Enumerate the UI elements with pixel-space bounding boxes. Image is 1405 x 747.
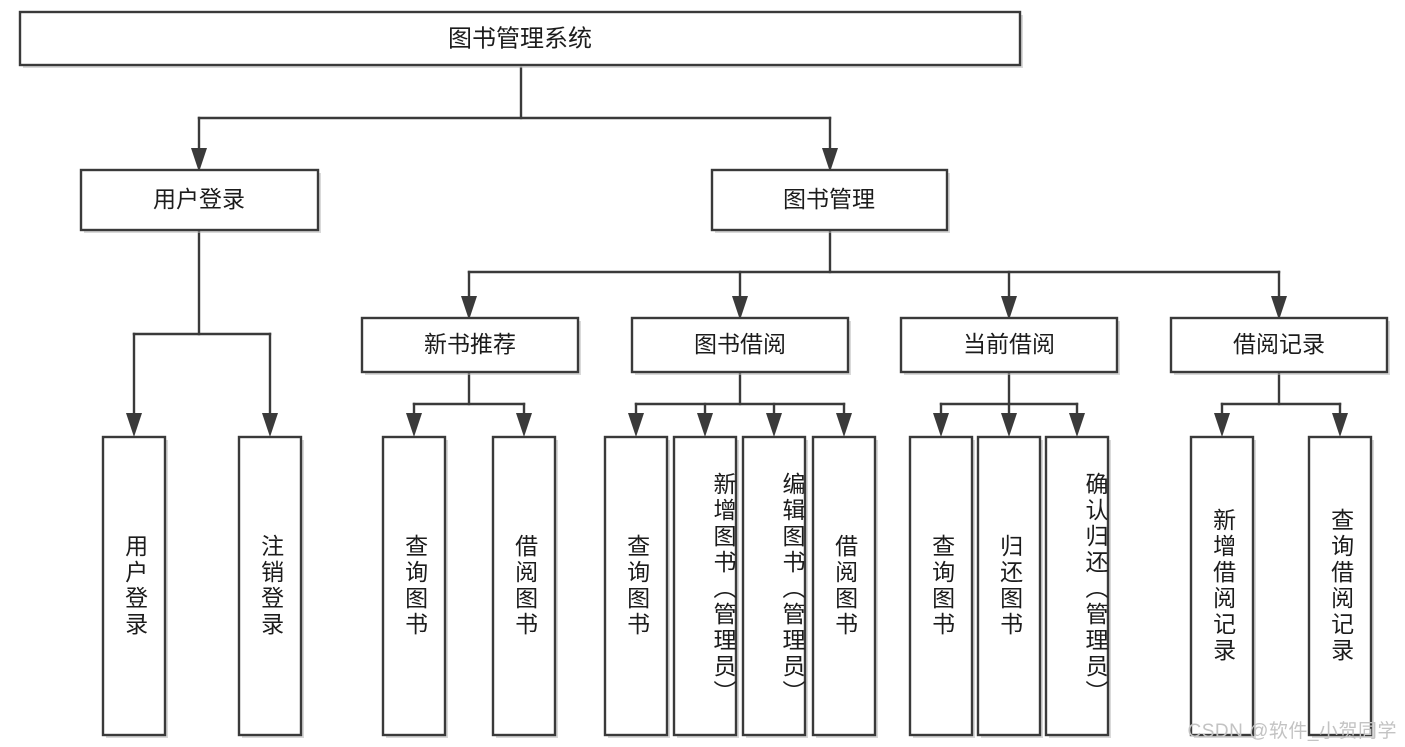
leaf-confirm-return-box[interactable] [1044,435,1110,737]
node-current-borrow-box[interactable] [899,316,1119,374]
connectors [126,66,1348,437]
arrow-to-current-borrow [1001,296,1017,320]
arrow-leaf-user-logout [262,413,278,437]
node-borrow-record-label: 借阅记录 [1233,331,1325,357]
leaf-borrow-book-1-box[interactable] [491,435,557,737]
arrow-leaf-edit-book [766,413,782,437]
node-user-login-label: 用户登录 [153,186,245,212]
leaf-return-book-box[interactable] [976,435,1042,737]
leaf-edit-book-box[interactable] [741,435,807,737]
leaf-user-login-box[interactable] [101,435,167,737]
node-book-manage-label: 图书管理 [783,186,875,212]
arrow-leaf-query-book-1 [406,413,422,437]
leaf-user-logout-box[interactable] [237,435,303,737]
node-new-book-recommend-box[interactable] [360,316,580,374]
node-user-login-box[interactable] [79,168,320,232]
node-book-borrow[interactable]: 图书借阅 [630,316,851,375]
node-book-manage[interactable]: 图书管理 [710,168,950,233]
leaf-query-book-3-box[interactable] [908,435,974,737]
arrow-to-new-book-recommend [461,296,477,320]
node-book-borrow-label: 图书借阅 [694,331,786,357]
leaf-borrow-book-2-box[interactable] [811,435,877,737]
leaf-boxes [101,435,1374,738]
node-root[interactable]: 图书管理系统 [18,10,1023,68]
node-borrow-record-box[interactable] [1169,316,1389,374]
arrow-leaf-confirm-return [1069,413,1085,437]
leaf-add-record-box[interactable] [1189,435,1255,737]
node-root-label: 图书管理系统 [448,25,592,52]
arrow-leaf-add-record [1214,413,1230,437]
arrow-leaf-query-book-2 [628,413,644,437]
arrow-to-user-login [191,148,207,172]
arrow-leaf-add-book [697,413,713,437]
arrow-leaf-borrow-book-1 [516,413,532,437]
arrow-to-book-manage [822,148,838,172]
arrow-leaf-borrow-book-2 [836,413,852,437]
csdn-watermark: CSDN @软件_小贺同学 [1187,721,1397,742]
arrow-leaf-return-book [1001,413,1017,437]
leaf-add-book-box[interactable] [672,435,738,737]
node-borrow-record[interactable]: 借阅记录 [1169,316,1390,375]
leaf-query-book-1-box[interactable] [381,435,447,737]
node-book-manage-box[interactable] [710,168,949,232]
leaf-query-book-2-box[interactable] [603,435,669,737]
node-book-borrow-box[interactable] [630,316,850,374]
arrow-to-book-borrow [732,296,748,320]
node-root-box[interactable] [18,10,1022,67]
leaf-query-record-box[interactable] [1307,435,1373,737]
node-new-book-recommend-label: 新书推荐 [424,331,516,357]
arrow-to-borrow-record [1271,296,1287,320]
node-current-borrow-label: 当前借阅 [963,331,1055,357]
node-user-login[interactable]: 用户登录 [79,168,321,233]
node-current-borrow[interactable]: 当前借阅 [899,316,1120,375]
arrow-leaf-query-book-3 [933,413,949,437]
node-new-book-recommend[interactable]: 新书推荐 [360,316,581,375]
arrow-leaf-query-record [1332,413,1348,437]
arrow-leaf-user-login [126,413,142,437]
